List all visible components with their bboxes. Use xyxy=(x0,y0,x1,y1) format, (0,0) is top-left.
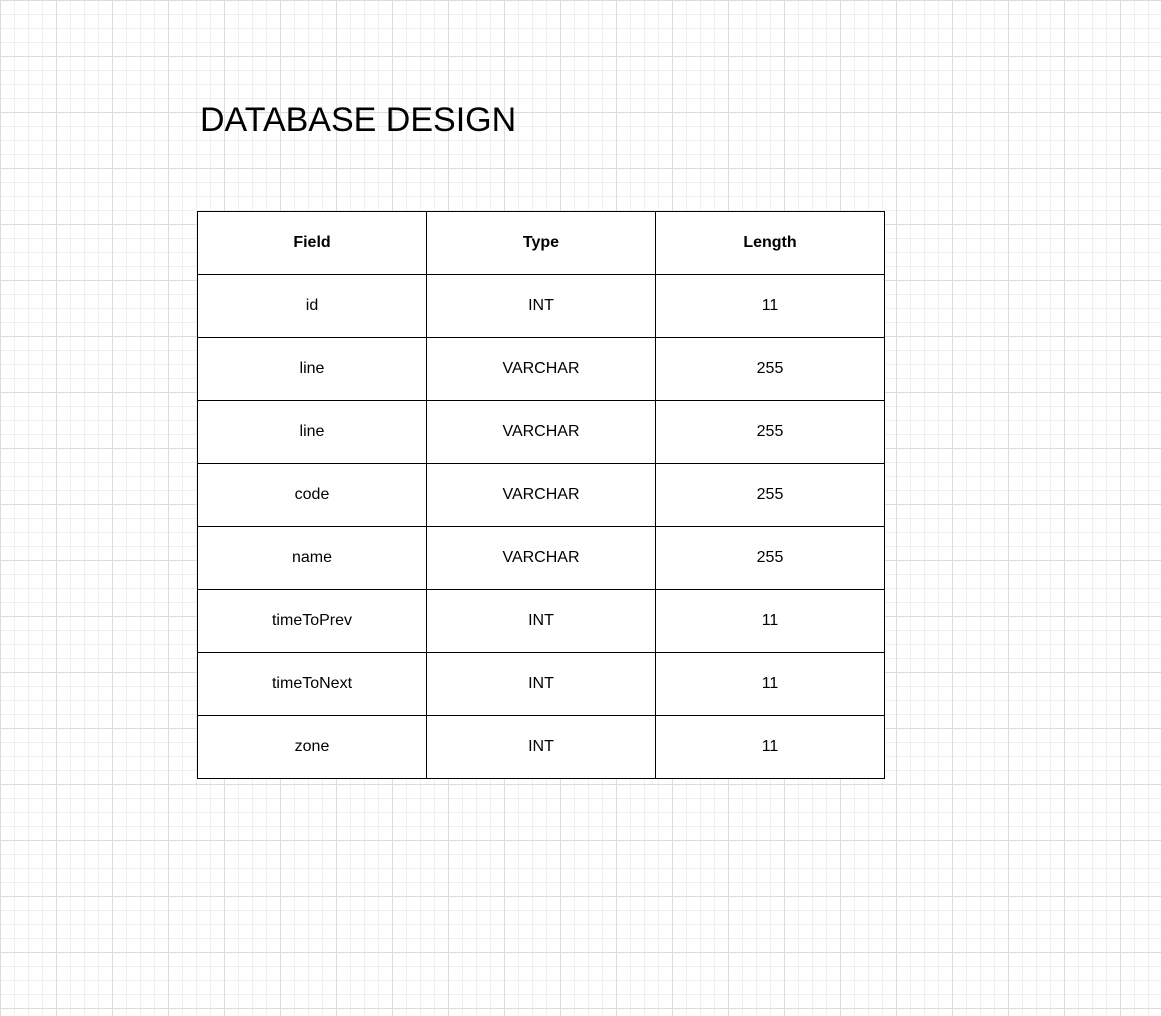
cell-type: VARCHAR xyxy=(426,337,656,401)
cell-length: 255 xyxy=(655,463,885,527)
cell-field: zone xyxy=(197,715,427,779)
database-table: Field Type Length id INT 11 line VARCHAR… xyxy=(197,211,885,779)
table-row: zone INT 11 xyxy=(197,715,885,779)
cell-field: line xyxy=(197,400,427,464)
table-header-row: Field Type Length xyxy=(197,211,885,275)
cell-field: id xyxy=(197,274,427,338)
table-row: code VARCHAR 255 xyxy=(197,463,885,527)
cell-field: timeToNext xyxy=(197,652,427,716)
cell-field: code xyxy=(197,463,427,527)
table-row: timeToNext INT 11 xyxy=(197,652,885,716)
cell-type: INT xyxy=(426,274,656,338)
cell-type: INT xyxy=(426,589,656,653)
cell-length: 255 xyxy=(655,337,885,401)
cell-length: 11 xyxy=(655,652,885,716)
table-row: name VARCHAR 255 xyxy=(197,526,885,590)
page-title: DATABASE DESIGN xyxy=(200,101,517,139)
cell-field: line xyxy=(197,337,427,401)
table-row: timeToPrev INT 11 xyxy=(197,589,885,653)
cell-field: name xyxy=(197,526,427,590)
cell-field: timeToPrev xyxy=(197,589,427,653)
header-field: Field xyxy=(197,211,427,275)
header-type: Type xyxy=(426,211,656,275)
cell-length: 255 xyxy=(655,400,885,464)
cell-length: 255 xyxy=(655,526,885,590)
cell-type: VARCHAR xyxy=(426,526,656,590)
table-row: line VARCHAR 255 xyxy=(197,337,885,401)
cell-length: 11 xyxy=(655,715,885,779)
table-row: id INT 11 xyxy=(197,274,885,338)
cell-type: VARCHAR xyxy=(426,400,656,464)
cell-length: 11 xyxy=(655,274,885,338)
cell-type: INT xyxy=(426,652,656,716)
table-row: line VARCHAR 255 xyxy=(197,400,885,464)
header-length: Length xyxy=(655,211,885,275)
cell-length: 11 xyxy=(655,589,885,653)
cell-type: VARCHAR xyxy=(426,463,656,527)
cell-type: INT xyxy=(426,715,656,779)
